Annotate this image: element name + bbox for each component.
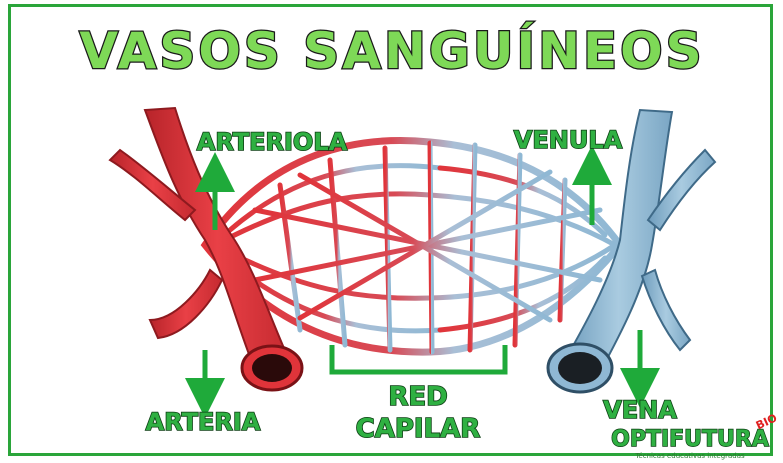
brand-tagline: Técnicas educativas integradas [634,452,745,460]
label-capilar: CAPILAR [356,414,481,444]
label-red: RED [388,382,447,412]
label-arteria: ARTERIA [146,408,261,436]
label-vena: VENA [603,396,677,424]
brand-name: OPTIFUTURA [611,427,769,452]
label-arteriola: ARTERIOLA [197,128,348,156]
page-title: VASOS SANGUÍNEOS [79,21,704,80]
label-venula: VENULA [514,126,623,154]
